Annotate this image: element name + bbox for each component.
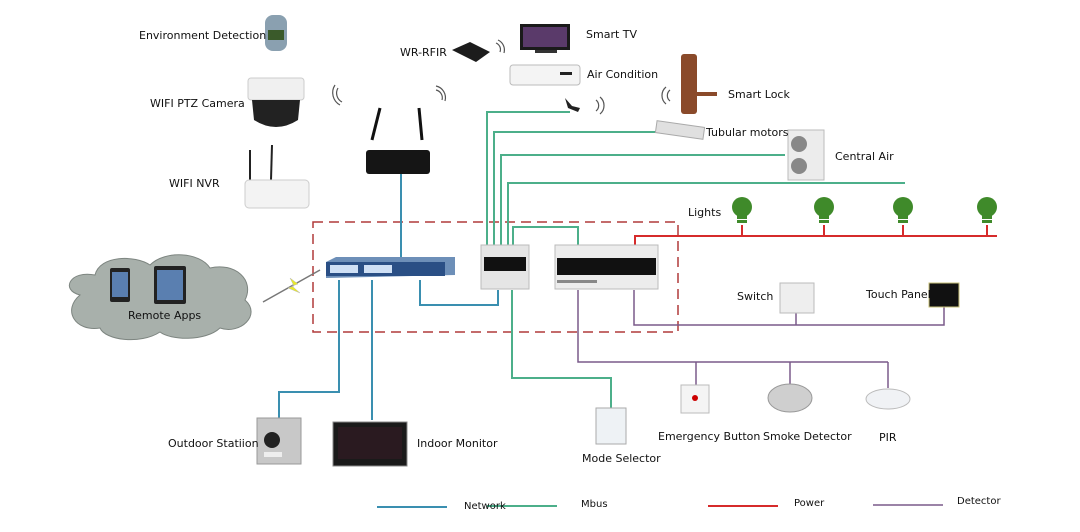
label-wifi-ptz-camera: WIFI PTZ Camera (150, 97, 245, 110)
light-bulb-icon (893, 197, 913, 223)
legend-mbus-label: Mbus (581, 499, 608, 510)
smart-tv-icon (520, 24, 570, 53)
control-box-boundary (312, 221, 679, 333)
rfir-hub-icon (452, 42, 490, 62)
mbus-lines (486, 111, 905, 408)
switch-to-outdoor-line (278, 280, 340, 418)
label-wifi-nvr: WIFI NVR (169, 177, 220, 190)
gateway-to-mode-selector-line (511, 290, 612, 408)
label-tubular-motors: Tubular motors (706, 126, 789, 139)
label-outdoor-station: Outdoor Statiion (168, 437, 259, 450)
label-environment-detection: Environment Detection (139, 29, 267, 42)
label-mode-selector: Mode Selector (582, 452, 661, 465)
label-touch-panel: Touch Panel (866, 288, 931, 301)
power-lines (634, 225, 997, 245)
label-smoke-detector: Smoke Detector (763, 430, 852, 443)
legend-network-label: Network (464, 501, 506, 512)
label-indoor-monitor: Indoor Monitor (417, 437, 498, 450)
emergency-button-icon (680, 384, 710, 414)
central-air-icon (787, 129, 825, 181)
label-pir: PIR (879, 431, 897, 444)
wireless-link-icon (262, 269, 321, 303)
label-switch: Switch (737, 290, 774, 303)
label-remote-apps: Remote Apps (128, 309, 202, 322)
switch-to-gateway-line (419, 280, 499, 306)
ptz-camera-icon (247, 77, 305, 127)
network-lines (278, 172, 499, 420)
pir-sensor-icon (865, 388, 911, 410)
legend (377, 504, 943, 508)
label-wr-rfir: WR-RFIR (400, 46, 447, 59)
label-air-condition: Air Condition (587, 68, 659, 81)
label-central-air: Central Air (835, 150, 894, 163)
legend-power-label: Power (794, 498, 825, 509)
indoor-monitor-icon (332, 421, 408, 467)
tubular-motor-icon (654, 120, 706, 140)
detector-lines (577, 290, 945, 388)
outdoor-station-icon (256, 417, 302, 465)
label-lights: Lights (688, 206, 722, 219)
wifi-nvr-icon (244, 144, 310, 209)
smoke-detector-icon (767, 383, 813, 413)
legend-detector-label: Detector (957, 496, 1001, 507)
smart-lock-icon (681, 54, 717, 114)
light-bulbs (732, 197, 997, 223)
network-switch-device (326, 257, 455, 278)
label-emergency-button: Emergency Button (658, 430, 761, 443)
ir-sender-icon (565, 98, 580, 112)
light-bulb-icon (732, 197, 752, 223)
air-condition-icon (509, 64, 581, 86)
mode-selector-icon (595, 407, 627, 445)
wifi-router-icon (366, 107, 430, 174)
light-bulb-icon (814, 197, 834, 223)
wifi-signal-icons (332, 39, 671, 115)
gateway-module (480, 244, 530, 290)
label-smart-lock: Smart Lock (728, 88, 790, 101)
touch-panel-icon (928, 282, 960, 308)
label-smart-tv: Smart TV (586, 28, 638, 41)
switch-icon (779, 282, 815, 314)
light-bulb-icon (977, 197, 997, 223)
controller-module (554, 244, 659, 290)
